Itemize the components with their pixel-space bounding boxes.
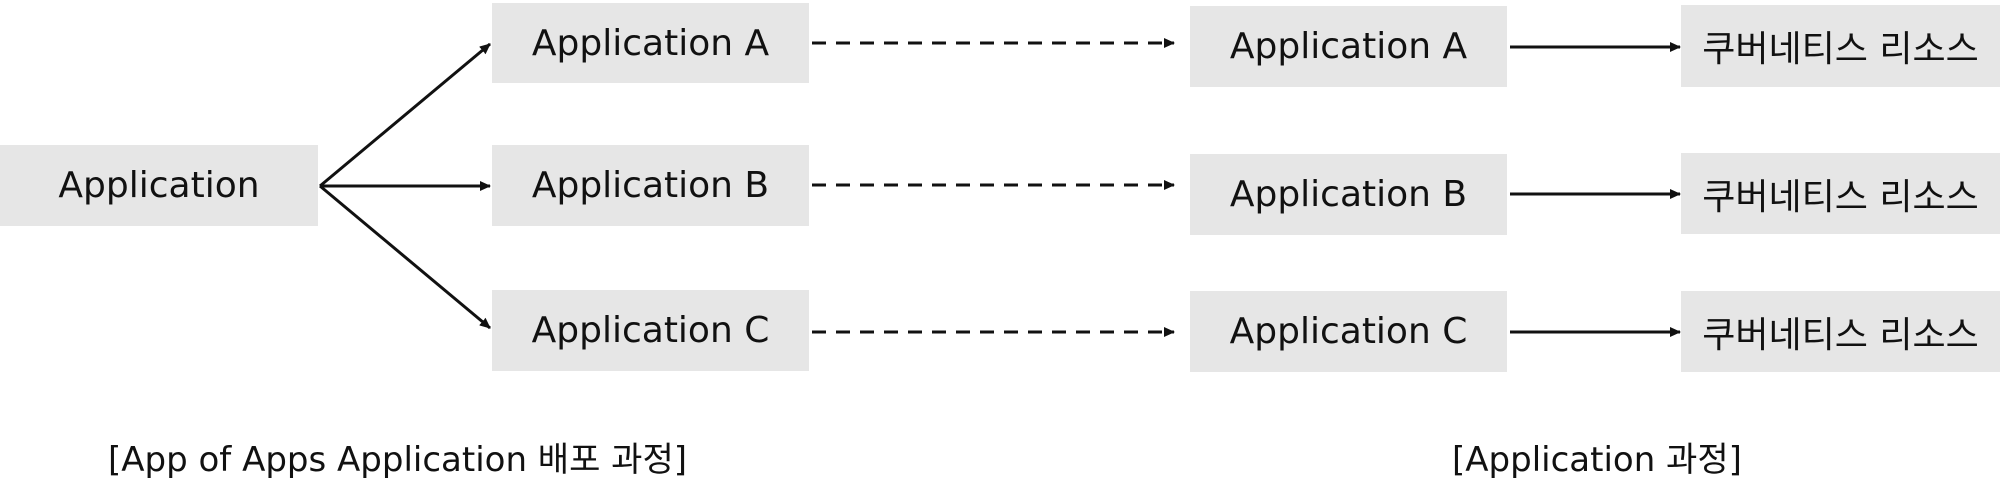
k8s-resource-a-box: 쿠버네티스 리소스 (1681, 5, 2000, 87)
right-app-c-label: Application C (1229, 311, 1468, 352)
right-app-c-box: Application C (1190, 291, 1507, 372)
left-app-a-label: Application A (531, 22, 770, 64)
left-app-b-label: Application B (531, 165, 770, 206)
right-app-b-label: Application B (1229, 174, 1468, 215)
left-app-a-box: Application A (492, 3, 809, 83)
k8s-resource-c-box: 쿠버네티스 리소스 (1681, 291, 2000, 372)
k8s-resource-b-label: 쿠버네티스 리소스 (1702, 176, 1979, 218)
root-application-box: Application (0, 145, 318, 226)
root-application-label: Application (58, 165, 260, 206)
left-app-b-box: Application B (492, 145, 809, 226)
k8s-resource-c-label: 쿠버네티스 리소스 (1702, 314, 1979, 356)
k8s-resource-b-box: 쿠버네티스 리소스 (1681, 153, 2000, 234)
right-caption: [Application 과정] (1452, 440, 1742, 480)
arrow-root-to-app-c (319, 184, 491, 330)
arrow-root-to-app-a (319, 42, 491, 188)
k8s-resource-a-label: 쿠버네티스 리소스 (1702, 29, 1979, 70)
left-caption: [App of Apps Application 배포 과정] (108, 440, 687, 480)
left-app-c-box: Application C (492, 290, 809, 371)
right-app-a-box: Application A (1190, 6, 1507, 87)
left-app-c-label: Application C (531, 310, 770, 351)
right-app-b-box: Application B (1190, 154, 1507, 235)
right-app-a-label: Application A (1229, 26, 1468, 67)
